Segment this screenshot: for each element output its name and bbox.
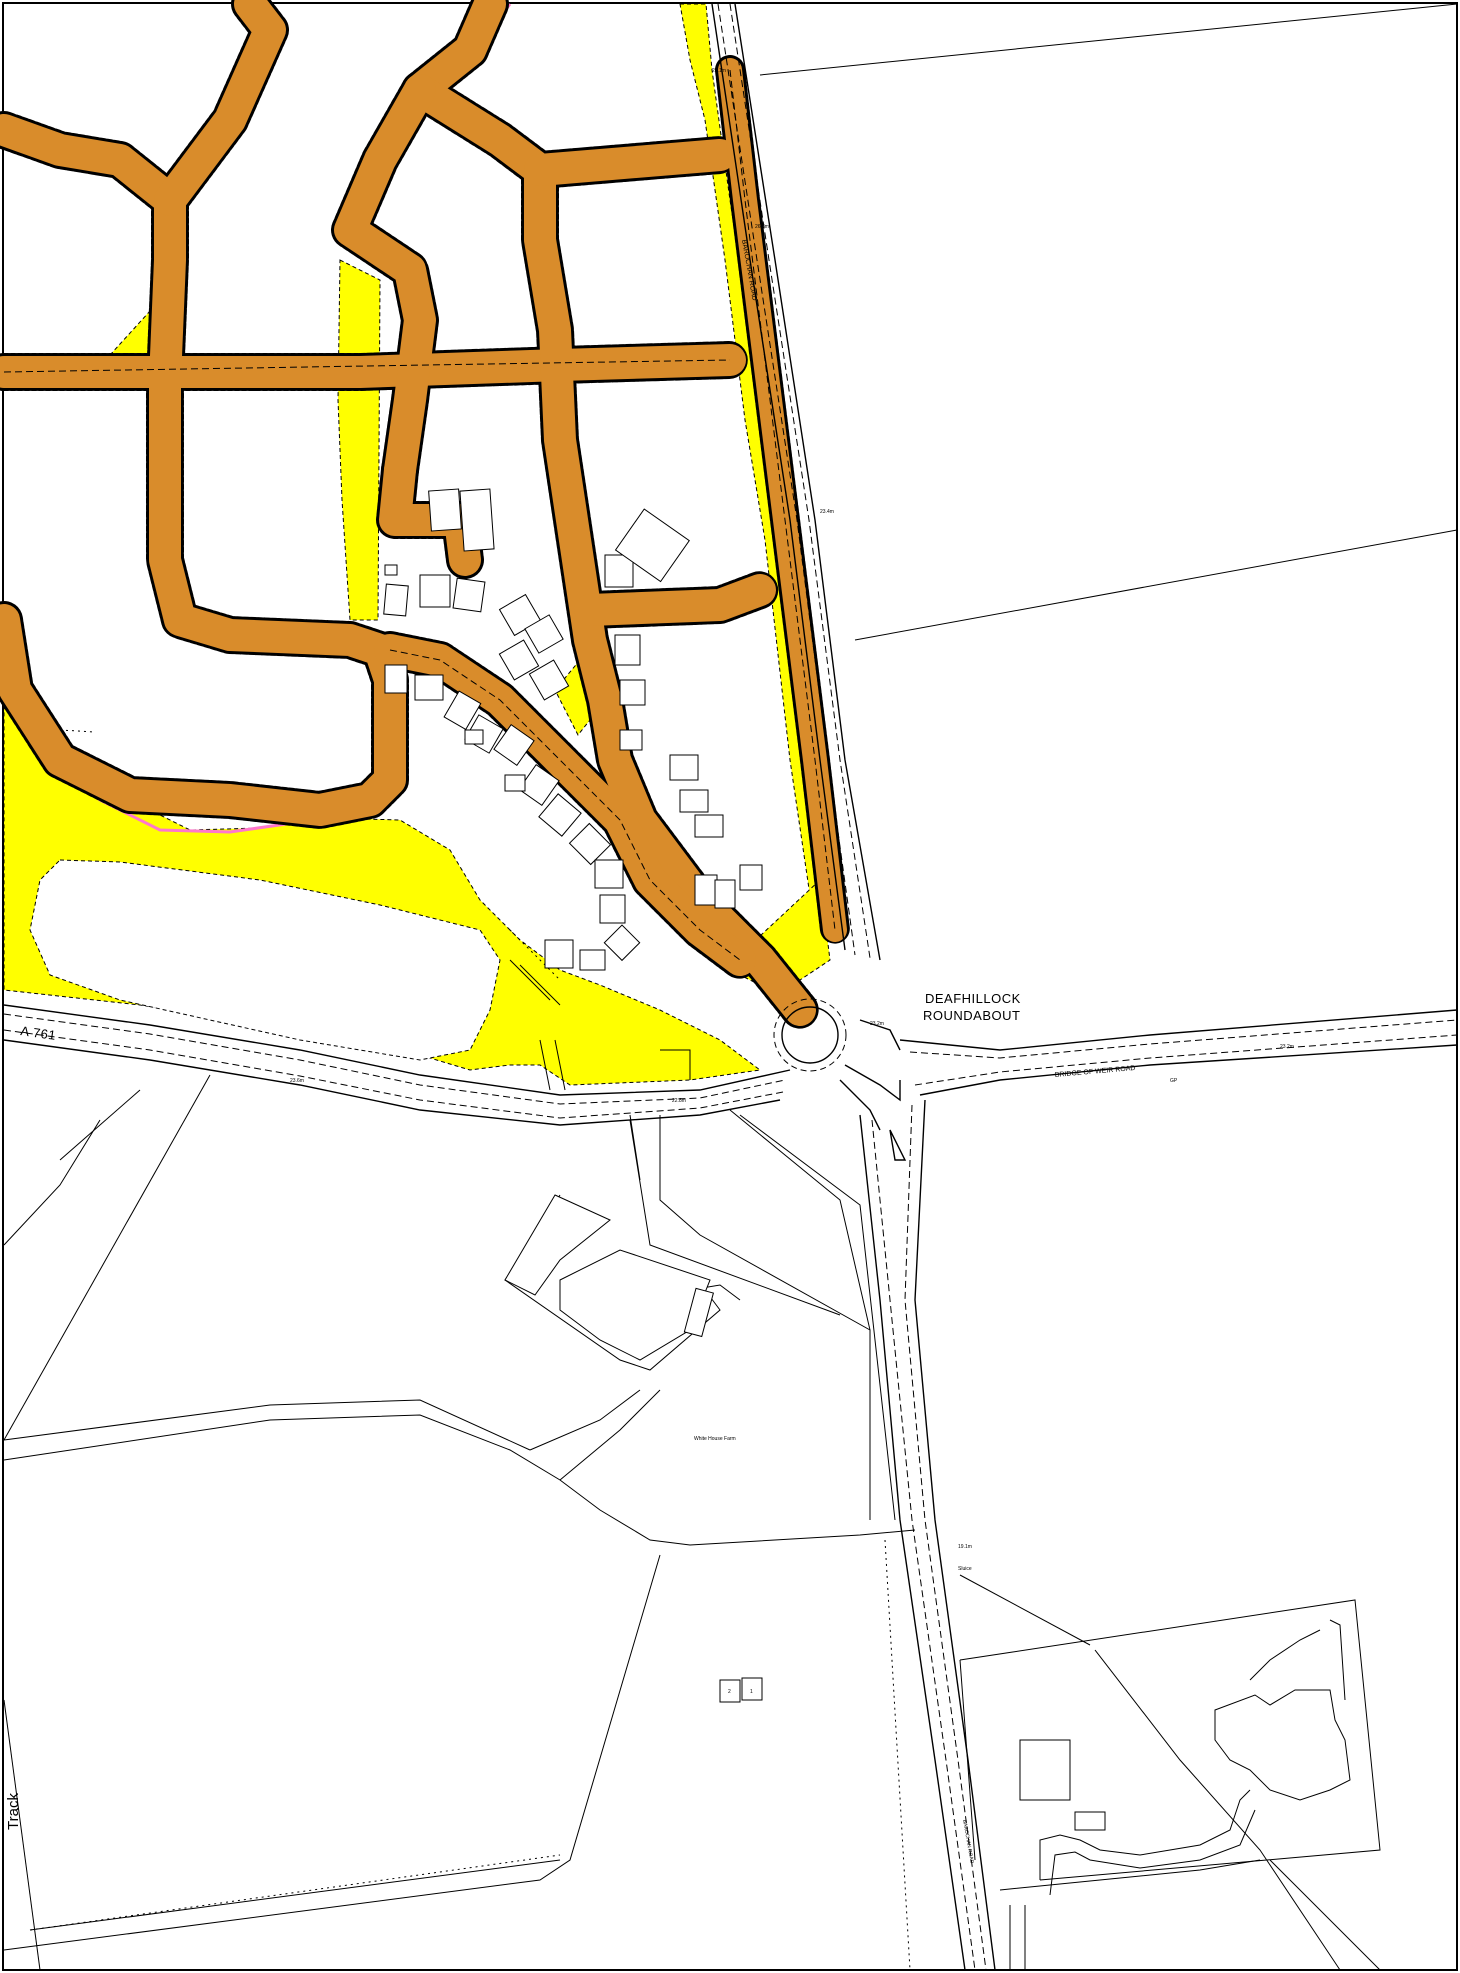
building	[419, 574, 451, 608]
label-roundabout-line2: ROUNDABOUT	[923, 1008, 1020, 1023]
label-gp: GP	[1170, 1078, 1178, 1084]
spot-height: 19.1m	[958, 1544, 972, 1550]
spot-height: 23.6m	[290, 1078, 304, 1084]
building	[739, 864, 763, 891]
paved-network	[0, 0, 850, 1029]
building	[669, 754, 699, 781]
building	[619, 729, 643, 751]
a761-road	[3, 1004, 791, 1126]
building	[528, 659, 570, 701]
paved-centrelines	[3, 69, 836, 961]
spot-height: 22.8m	[672, 1098, 686, 1104]
spot-height: 23.2m	[1280, 1044, 1294, 1050]
building	[568, 822, 612, 866]
building	[714, 879, 736, 909]
deafhillock-roundabout	[773, 998, 901, 1131]
building	[604, 554, 634, 588]
building	[493, 723, 535, 767]
barochan-road-north	[711, 3, 881, 961]
building	[614, 508, 690, 583]
label-a761: A 761	[20, 1023, 58, 1043]
building	[443, 690, 482, 731]
spot-height: 23.2m	[870, 1021, 884, 1027]
spot-height: 23.4m	[820, 509, 834, 515]
building-south-drive	[1039, 1789, 1251, 1880]
building	[741, 1677, 763, 1701]
open-space-mid-strip	[337, 259, 381, 621]
building	[594, 859, 624, 889]
building	[679, 789, 709, 813]
building	[518, 763, 560, 807]
building-farm-main	[504, 1194, 611, 1296]
building-farm-annex	[683, 1287, 714, 1338]
label-sluice: Sluice	[958, 1566, 972, 1572]
building	[428, 488, 462, 532]
building	[464, 729, 484, 745]
barochan-road-south	[859, 1099, 996, 1971]
bridge-of-weir-road	[899, 1009, 1458, 1096]
label-house-no-1: 1	[750, 1689, 753, 1695]
building	[524, 614, 564, 654]
label-track: Track	[5, 1793, 22, 1830]
building	[694, 874, 718, 906]
building	[414, 674, 444, 701]
building-farm-shed	[559, 1249, 711, 1361]
map-labels: DEAFHILLOCK ROUNDABOUT BRIDGE OF WEIR RO…	[5, 68, 1294, 1864]
building	[579, 949, 606, 971]
roads	[3, 3, 1458, 1971]
label-roundabout-line1: DEAFHILLOCK	[925, 991, 1021, 1006]
building	[498, 639, 540, 681]
building	[694, 814, 724, 838]
building	[603, 924, 641, 962]
label-house-no-2: 2	[728, 1689, 731, 1695]
building	[504, 774, 526, 792]
building	[383, 583, 409, 617]
buildings	[383, 488, 1351, 1896]
building	[1074, 1811, 1106, 1831]
field-boundaries	[3, 3, 1458, 1971]
building	[384, 564, 398, 576]
spot-height: 25.1m	[712, 68, 726, 74]
building-south-house	[1214, 1689, 1351, 1801]
spot-height: 26.8m	[755, 224, 769, 230]
building	[452, 577, 486, 613]
building	[1019, 1739, 1071, 1801]
paved-fill	[0, 0, 847, 1026]
open-space-inner-island	[29, 859, 501, 1061]
building	[599, 894, 626, 924]
open-space-east-strip	[679, 3, 831, 951]
building	[619, 679, 646, 706]
building	[384, 664, 408, 694]
building	[719, 1679, 741, 1703]
building	[538, 793, 582, 837]
building	[544, 939, 574, 969]
label-farm: White House Farm	[694, 1436, 736, 1442]
building	[614, 634, 641, 666]
building-south-drive-2	[1049, 1809, 1256, 1896]
building	[459, 488, 495, 552]
